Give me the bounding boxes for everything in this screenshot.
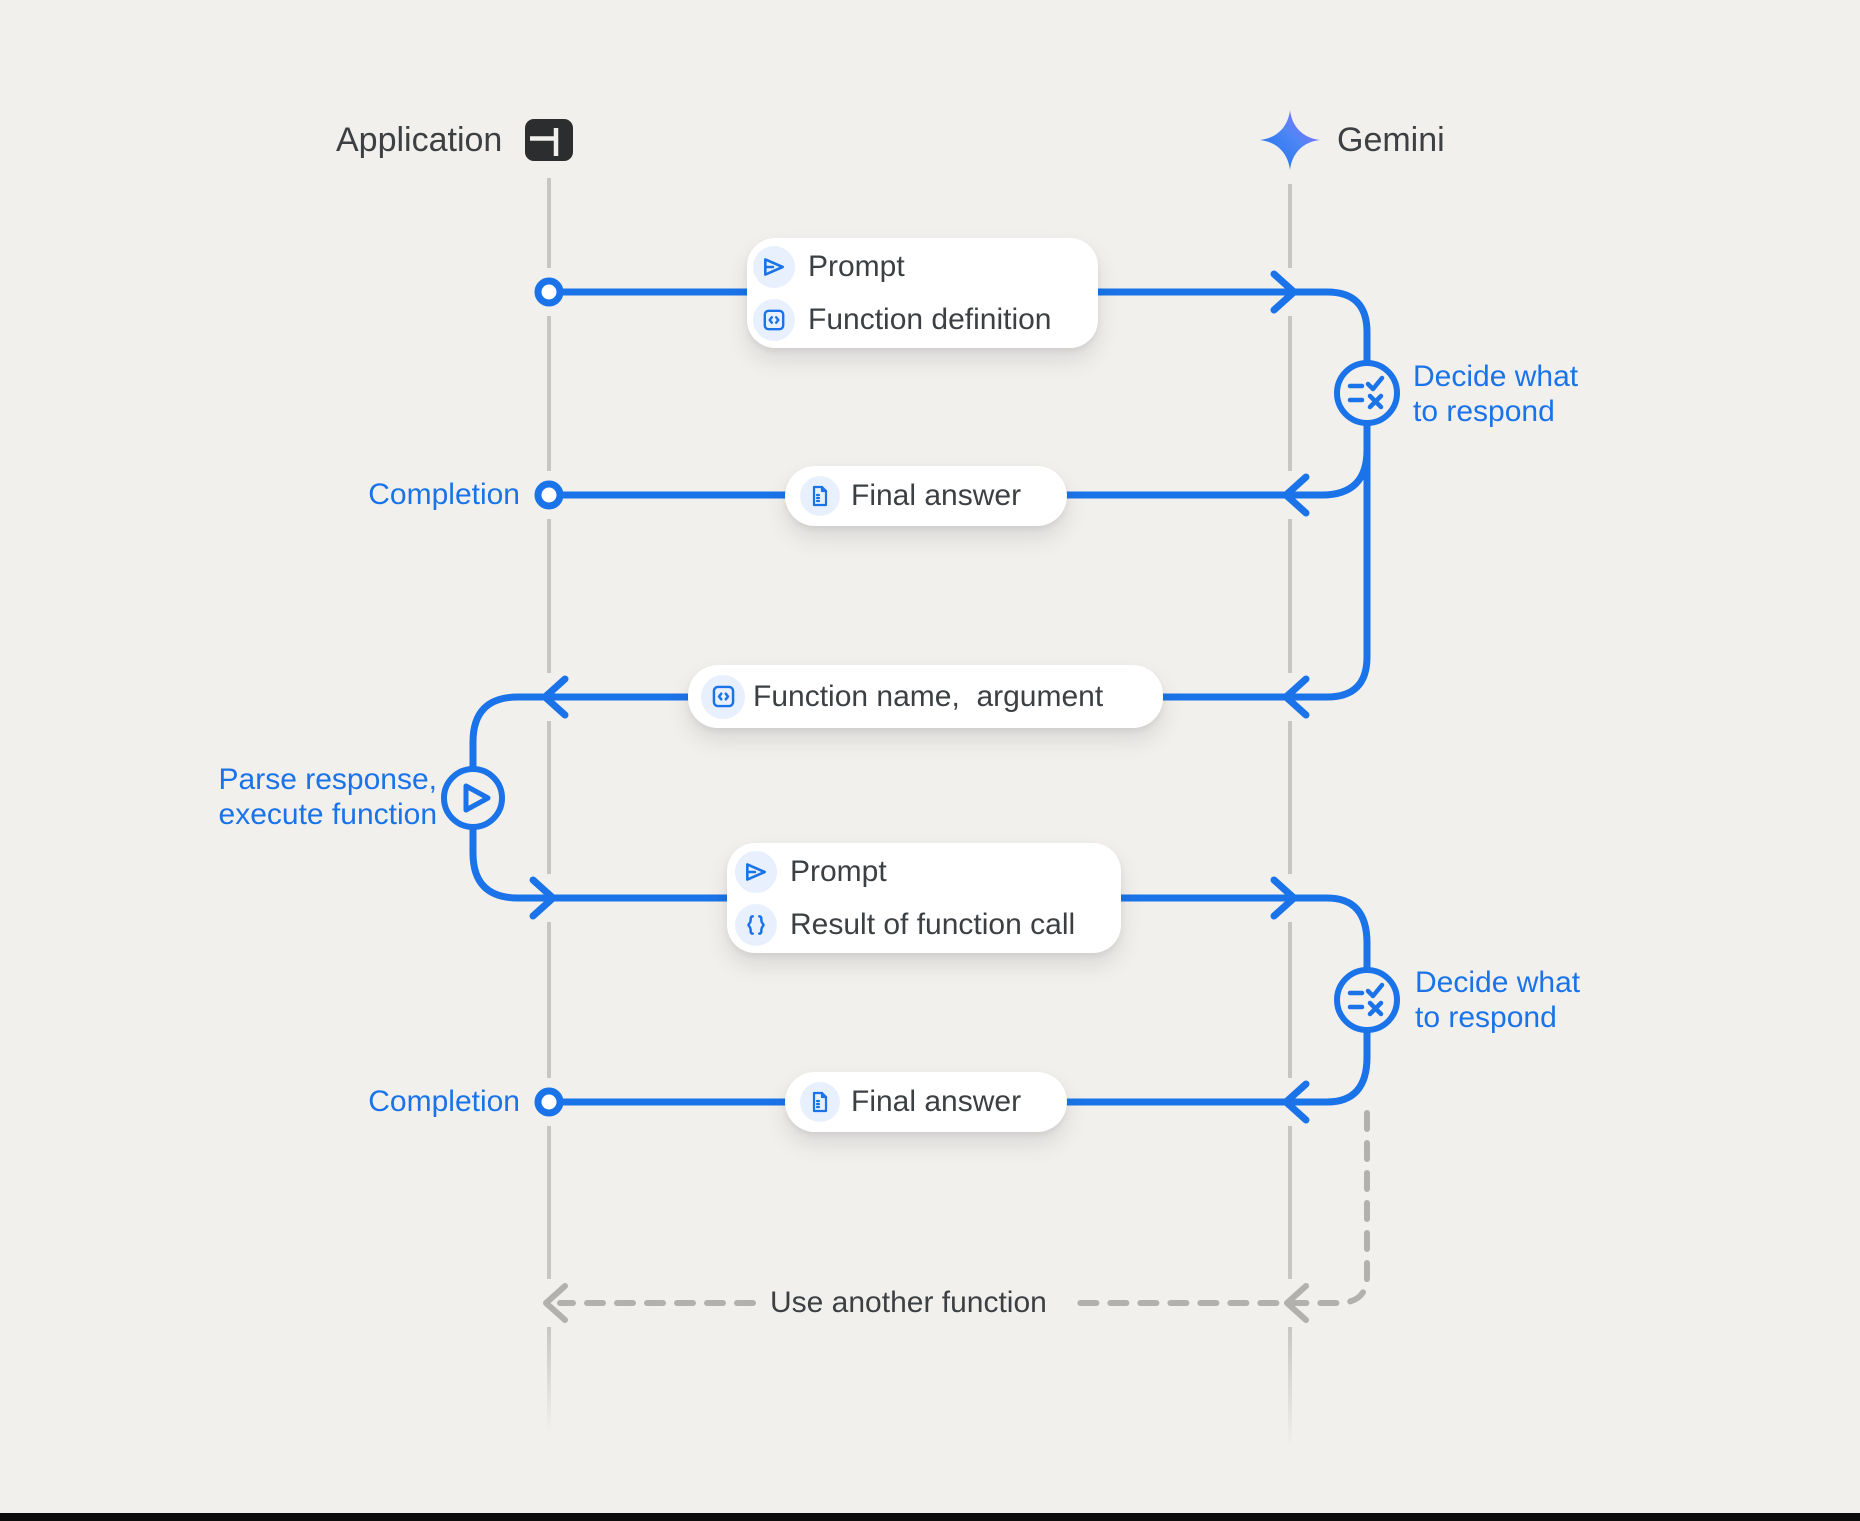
decide-label-line2: to respond: [1415, 1001, 1557, 1034]
final-answer-branch-1: [557, 446, 1371, 499]
document-icon: [800, 476, 840, 516]
message-box-function-name-argument: Function name, argument: [688, 665, 1163, 728]
parse-execute-label: Parse response, execute function: [219, 762, 437, 832]
bottom-border: [0, 1513, 1860, 1521]
use-another-function-label: Use another function: [770, 1286, 1047, 1319]
message-label: Prompt: [808, 249, 905, 283]
decide-label-line2: to respond: [1413, 395, 1555, 428]
execute-node-icon: [441, 766, 505, 830]
completion-label: Completion: [368, 1085, 520, 1118]
message-box-prompt-result: Prompt Result of function call: [727, 843, 1121, 953]
message-label: Function definition: [808, 302, 1052, 336]
message-label: Function name, argument: [753, 679, 1104, 713]
loop-dashed-line: [557, 1110, 1370, 1306]
endpoint-markers: [534, 277, 564, 1117]
document-icon: [800, 1082, 840, 1122]
decide-label-line1: Decide what: [1413, 360, 1579, 393]
decide-label: Decide what to respond: [1413, 359, 1578, 429]
braces-icon: [735, 903, 777, 946]
send-icon: [735, 850, 777, 893]
code-icon: [753, 298, 795, 341]
message-label: Final answer: [851, 479, 1022, 512]
gemini-star-icon: [1260, 110, 1320, 170]
message-label: Final answer: [851, 1085, 1022, 1118]
decide-node-icon: [1334, 967, 1400, 1033]
gemini-header-label: Gemini: [1337, 121, 1445, 159]
parse-label-line1: Parse response,: [218, 763, 437, 796]
decide-label: Decide what to respond: [1415, 965, 1580, 1035]
message-box-prompt-function-definition: Prompt Function definition: [747, 238, 1098, 348]
message-label: Result of function call: [790, 907, 1076, 941]
application-header-label: Application: [336, 121, 503, 159]
application-window-icon: [525, 119, 573, 161]
flow-arrowheads: [529, 270, 1310, 1124]
send-icon: [753, 245, 795, 288]
decide-node-icon: [1334, 360, 1400, 426]
parse-label-line2: execute function: [218, 798, 437, 831]
code-icon: [701, 674, 745, 719]
loop-arrowheads: [543, 1283, 1309, 1323]
message-box-final-answer: Final answer: [785, 466, 1067, 526]
message-box-final-answer: Final answer: [785, 1072, 1067, 1132]
message-label: Prompt: [790, 854, 887, 888]
decide-label-line1: Decide what: [1415, 966, 1581, 999]
completion-label: Completion: [368, 478, 520, 511]
